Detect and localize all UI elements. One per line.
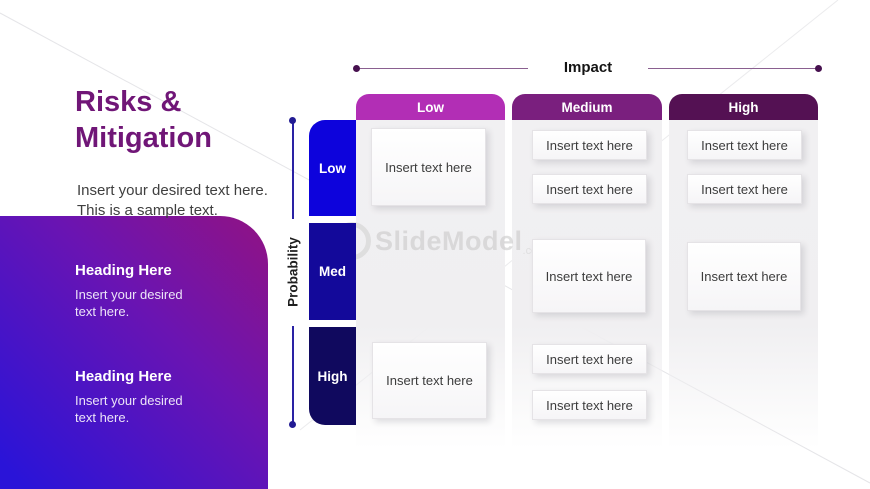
side-info-card: Heading Here Insert your desired text he… — [0, 216, 268, 489]
impact-line-right — [648, 68, 818, 69]
column-header-low: Low — [356, 94, 505, 120]
watermark-brand: SlideModel — [375, 225, 523, 256]
cell-med-medium-placeholder[interactable]: Insert text here — [532, 239, 646, 313]
card-body-1[interactable]: Insert your desired text here. — [75, 287, 183, 319]
card-section-1: Heading Here Insert your desired text he… — [75, 262, 215, 321]
page-title: Risks & Mitigation — [75, 86, 212, 155]
probability-line-top — [292, 121, 294, 219]
row-label-med: Med — [309, 223, 356, 320]
intro-text: Insert your desired text here. This is a… — [77, 182, 268, 220]
row-label-high: High — [309, 327, 356, 425]
impact-line-dot-left — [353, 65, 360, 72]
cell-low-high-placeholder-2[interactable]: Insert text here — [687, 174, 802, 204]
row-label-low: Low — [309, 120, 356, 216]
impact-line-dot-right — [815, 65, 822, 72]
probability-line-dot-bottom — [289, 421, 296, 428]
column-header-high: High — [669, 94, 818, 120]
probability-line-bottom — [292, 326, 294, 422]
card-heading-1[interactable]: Heading Here — [75, 262, 172, 279]
column-header-medium: Medium — [512, 94, 662, 120]
card-body-2[interactable]: Insert your desired text here. — [75, 393, 183, 425]
cell-low-medium-placeholder-2[interactable]: Insert text here — [532, 174, 647, 204]
cell-low-medium-placeholder-1[interactable]: Insert text here — [532, 130, 647, 160]
probability-axis-label: Probability — [285, 237, 301, 307]
cell-high-medium-placeholder-1[interactable]: Insert text here — [532, 344, 647, 374]
cell-low-high-placeholder-1[interactable]: Insert text here — [687, 130, 802, 160]
cell-high-low-placeholder[interactable]: Insert text here — [372, 342, 487, 419]
impact-line-left — [356, 68, 528, 69]
impact-axis-label: Impact — [563, 59, 613, 76]
cell-med-high-placeholder[interactable]: Insert text here — [687, 242, 801, 311]
cell-low-low-placeholder[interactable]: Insert text here — [371, 128, 486, 206]
probability-line-dot-top — [289, 117, 296, 124]
card-section-2: Heading Here Insert your desired text he… — [75, 368, 215, 427]
cell-high-medium-placeholder-2[interactable]: Insert text here — [532, 390, 647, 420]
watermark: SlideModel .com — [333, 222, 546, 260]
card-heading-2[interactable]: Heading Here — [75, 368, 172, 385]
